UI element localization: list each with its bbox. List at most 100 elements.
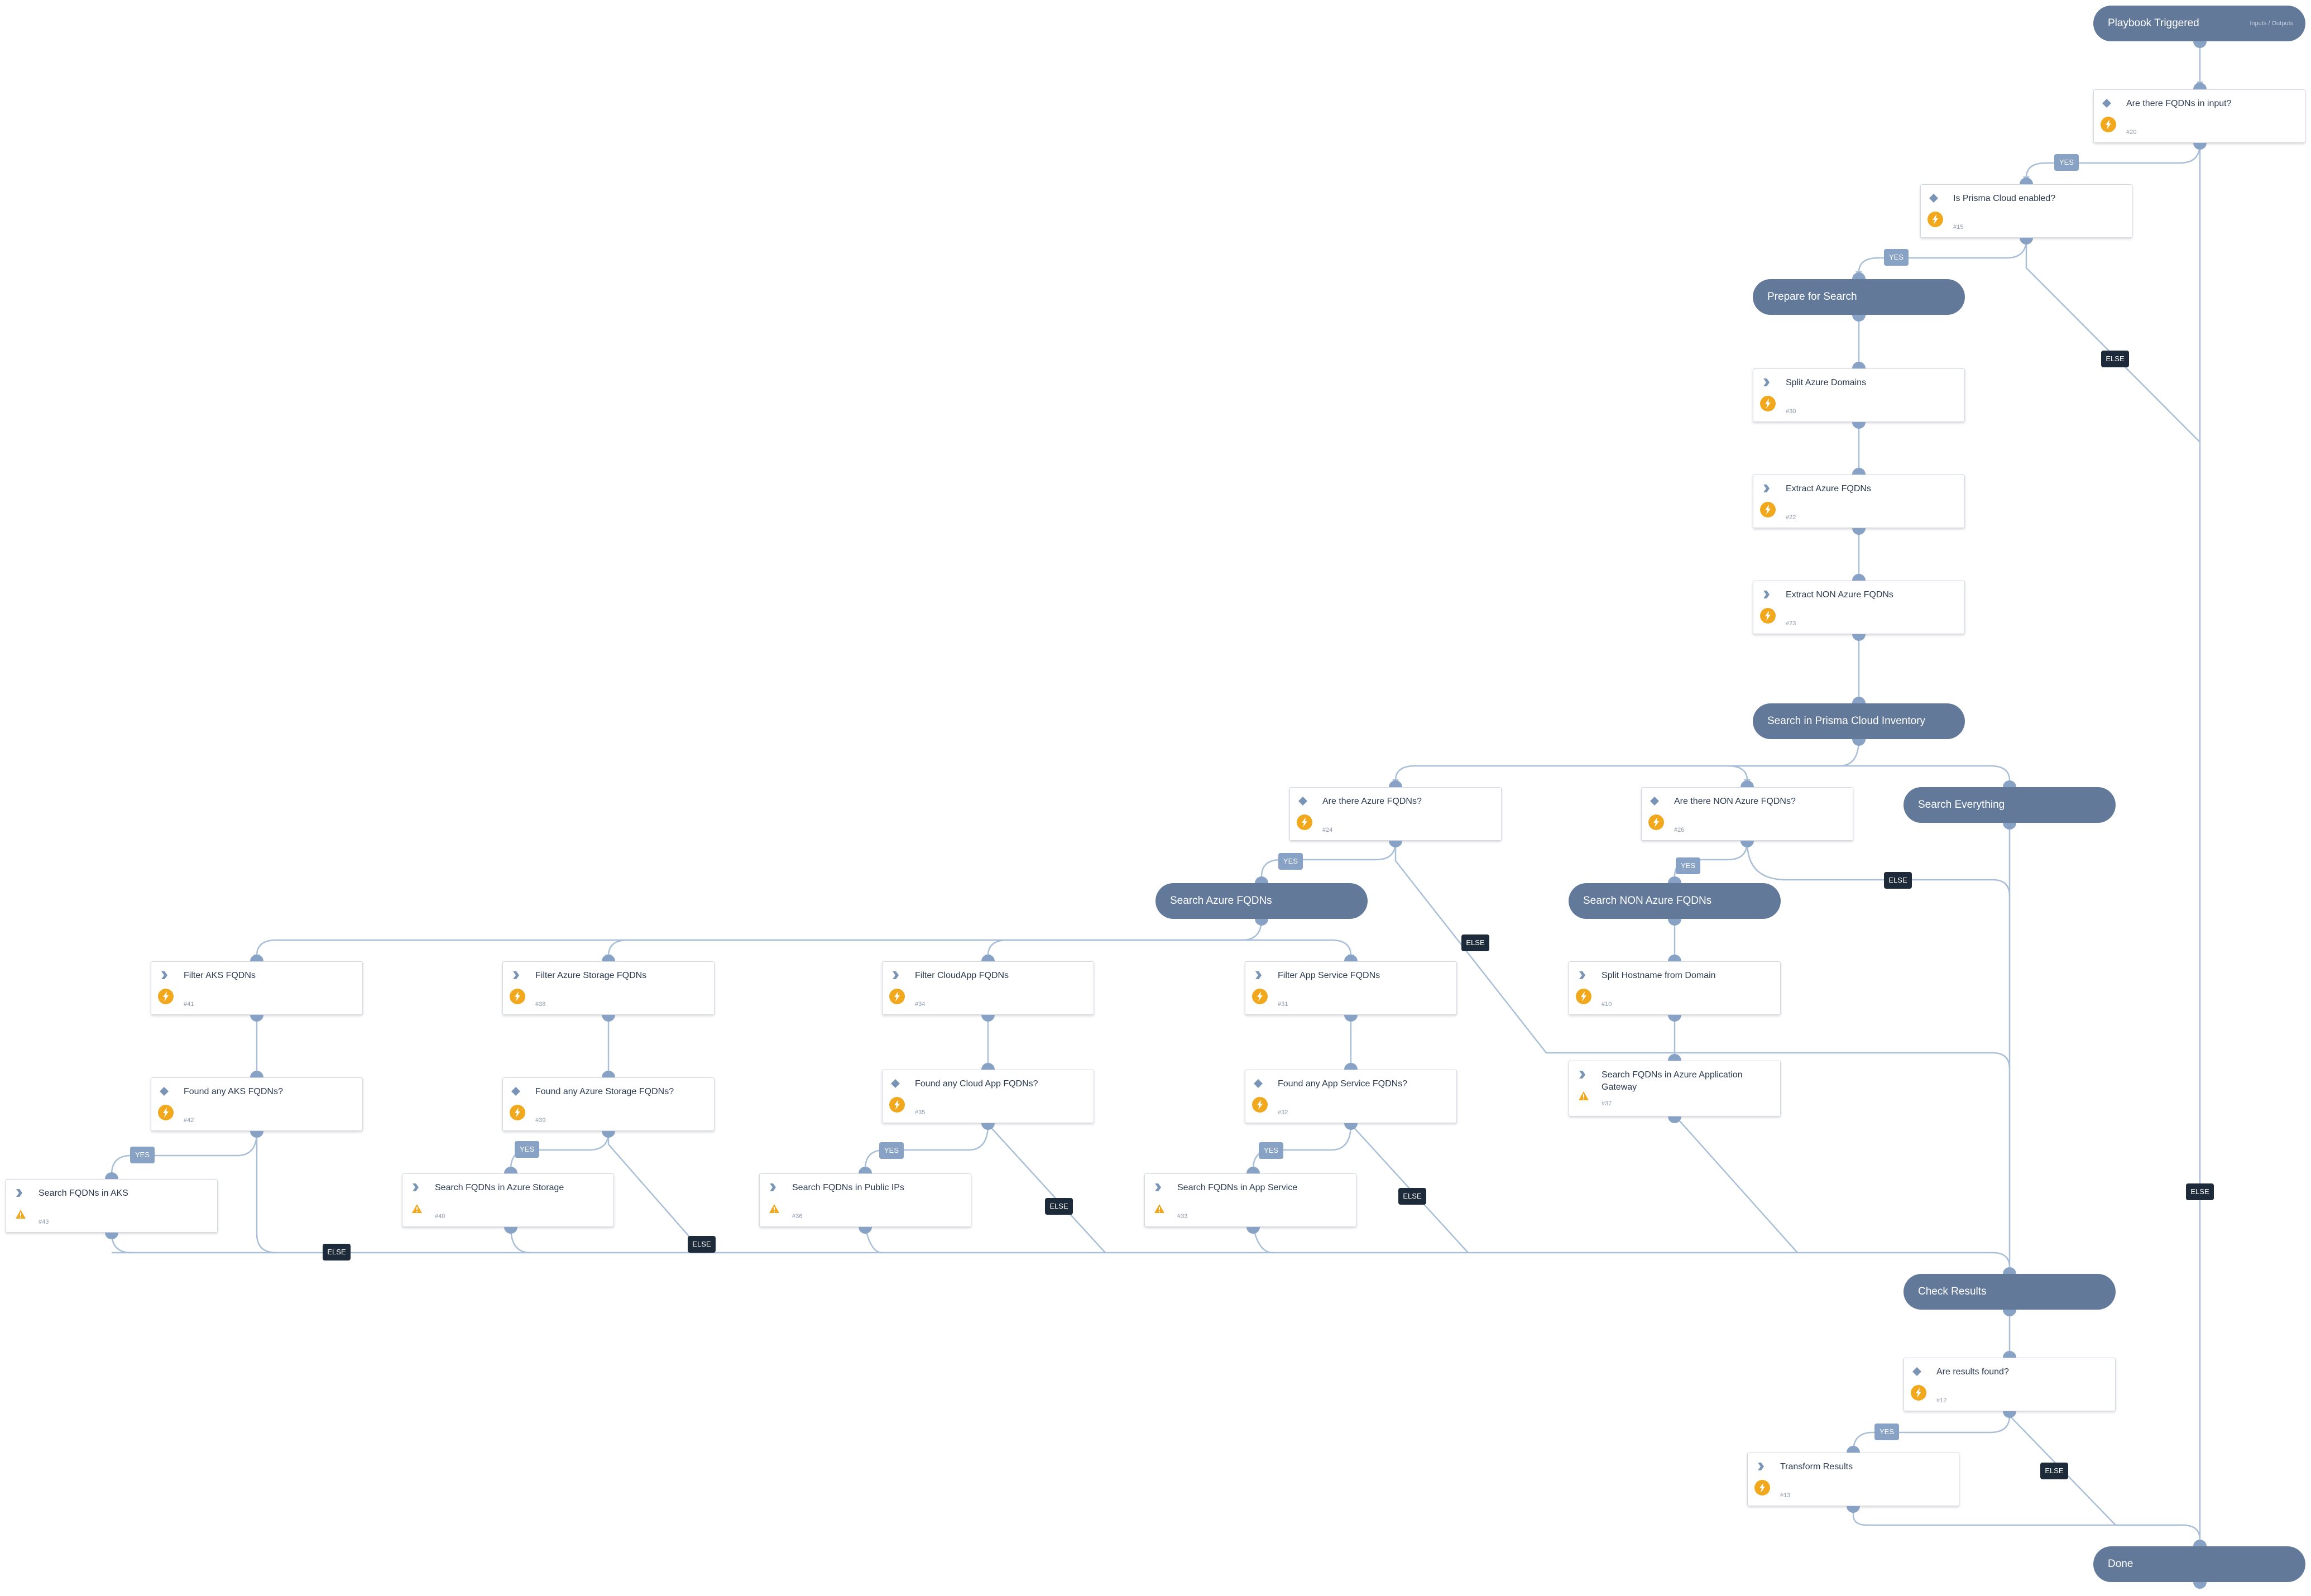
output-port[interactable] <box>1344 1123 1358 1130</box>
input-port[interactable] <box>2193 1540 2207 1546</box>
output-port[interactable] <box>2193 143 2207 150</box>
task-found-cloudapp[interactable]: Found any Cloud App FQDNs?#35 <box>882 1070 1094 1123</box>
task-transform-results[interactable]: Transform Results#13 <box>1747 1453 1959 1506</box>
check-results-header[interactable]: Check Results <box>1904 1274 2116 1310</box>
input-port[interactable] <box>2193 83 2207 89</box>
edge <box>607 939 1262 956</box>
output-port[interactable] <box>1852 315 1866 322</box>
input-port[interactable] <box>1852 574 1866 581</box>
input-port[interactable] <box>105 1172 118 1179</box>
task-filter-cloudapp[interactable]: Filter CloudApp FQDNs#34 <box>882 961 1094 1015</box>
input-port[interactable] <box>2003 780 2016 787</box>
task-split-azure-domains[interactable]: Split Azure Domains#30 <box>1753 368 1965 422</box>
output-port[interactable] <box>1344 1015 1358 1022</box>
input-port[interactable] <box>1246 1167 1260 1173</box>
output-port[interactable] <box>2020 238 2033 245</box>
input-port[interactable] <box>2020 178 2033 184</box>
input-port[interactable] <box>1852 468 1866 475</box>
search-everything-header[interactable]: Search Everything <box>1904 787 2116 823</box>
output-port[interactable] <box>1389 841 1402 847</box>
input-port[interactable] <box>250 955 263 961</box>
output-port[interactable] <box>250 1015 263 1022</box>
input-port[interactable] <box>1741 780 1754 787</box>
task-search-appservice[interactable]: Search FQDNs in App Service#33 <box>1144 1173 1356 1227</box>
input-port[interactable] <box>1852 272 1866 279</box>
task-are-results-found[interactable]: Are results found?#12 <box>1904 1358 2116 1411</box>
search-prisma-inventory-header[interactable]: Search in Prisma Cloud Inventory <box>1753 703 1965 739</box>
output-port[interactable] <box>1741 841 1754 847</box>
task-split-hostname[interactable]: Split Hostname from Domain#10 <box>1569 961 1781 1015</box>
input-port[interactable] <box>2003 1351 2016 1358</box>
task-found-appservice[interactable]: Found any App Service FQDNs?#32 <box>1245 1070 1457 1123</box>
output-port[interactable] <box>1668 1015 1681 1022</box>
playbook-triggered-header[interactable]: Playbook Triggered Inputs / Outputs <box>2093 6 2305 41</box>
input-port[interactable] <box>1344 955 1358 961</box>
input-port[interactable] <box>981 955 995 961</box>
input-port[interactable] <box>981 1063 995 1070</box>
output-port[interactable] <box>105 1233 118 1239</box>
output-port[interactable] <box>504 1227 517 1234</box>
task-filter-appservice[interactable]: Filter App Service FQDNs#31 <box>1245 961 1457 1015</box>
task-are-azure-fqdns[interactable]: Are there Azure FQDNs?#24 <box>1289 787 1502 841</box>
task-search-public-ips[interactable]: Search FQDNs in Public IPs#36 <box>759 1173 971 1227</box>
output-port[interactable] <box>1668 1116 1681 1123</box>
task-is-prisma-enabled[interactable]: Is Prisma Cloud enabled?#15 <box>1920 184 2132 238</box>
yes-branch-label: YES <box>515 1141 539 1158</box>
task-are-non-azure-fqdns[interactable]: Are there NON Azure FQDNs?#26 <box>1641 787 1853 841</box>
input-port[interactable] <box>1668 955 1681 961</box>
task-filter-storage[interactable]: Filter Azure Storage FQDNs#38 <box>502 961 715 1015</box>
input-port[interactable] <box>602 1071 615 1077</box>
task-id: #39 <box>535 1117 546 1124</box>
output-port[interactable] <box>250 1131 263 1138</box>
output-port[interactable] <box>2003 823 2016 830</box>
task-extract-non-azure-fqdns[interactable]: Extract NON Azure FQDNs#23 <box>1753 581 1965 634</box>
output-port[interactable] <box>1852 422 1866 429</box>
output-port[interactable] <box>1852 528 1866 535</box>
output-port[interactable] <box>1255 919 1268 926</box>
output-port[interactable] <box>602 1131 615 1138</box>
output-port[interactable] <box>2003 1310 2016 1316</box>
inputs-outputs-link[interactable]: Inputs / Outputs <box>2250 20 2293 27</box>
output-port[interactable] <box>1852 739 1866 746</box>
input-port[interactable] <box>1389 780 1402 787</box>
search-azure-fqdns-header[interactable]: Search Azure FQDNs <box>1156 883 1368 919</box>
output-port[interactable] <box>1847 1506 1860 1513</box>
output-port[interactable] <box>981 1123 995 1130</box>
task-extract-azure-fqdns[interactable]: Extract Azure FQDNs#22 <box>1753 475 1965 528</box>
input-port[interactable] <box>859 1167 872 1173</box>
output-port[interactable] <box>2193 41 2207 48</box>
output-port[interactable] <box>2003 1411 2016 1418</box>
input-port[interactable] <box>602 955 615 961</box>
done-header[interactable]: Done <box>2093 1546 2305 1582</box>
output-port[interactable] <box>1246 1227 1260 1234</box>
input-port[interactable] <box>1852 697 1866 703</box>
output-port[interactable] <box>859 1227 872 1234</box>
task-are-fqdns-in-input[interactable]: Are there FQDNs in input?#20 <box>2093 89 2305 143</box>
task-name: Split Azure Domains <box>1786 378 1867 387</box>
search-non-azure-fqdns-header[interactable]: Search NON Azure FQDNs <box>1569 883 1781 919</box>
task-search-storage[interactable]: Search FQDNs in Azure Storage#40 <box>402 1173 614 1227</box>
chevron-right-icon <box>768 1182 778 1192</box>
task-filter-aks[interactable]: Filter AKS FQDNs#41 <box>151 961 363 1015</box>
input-port[interactable] <box>1852 362 1866 368</box>
input-port[interactable] <box>1344 1063 1358 1070</box>
task-search-gateway[interactable]: Search FQDNs in Azure Application Gatewa… <box>1569 1061 1781 1116</box>
input-port[interactable] <box>1847 1446 1860 1453</box>
task-name: Filter CloudApp FQDNs <box>915 971 1009 980</box>
input-port[interactable] <box>1668 876 1681 883</box>
output-port[interactable] <box>602 1015 615 1022</box>
output-port[interactable] <box>1668 919 1681 926</box>
input-port[interactable] <box>1668 1054 1681 1061</box>
task-found-aks[interactable]: Found any AKS FQDNs?#42 <box>151 1077 363 1131</box>
output-port[interactable] <box>1852 634 1866 641</box>
lightning-icon <box>158 1105 174 1120</box>
input-port[interactable] <box>504 1167 517 1173</box>
prepare-for-search-header[interactable]: Prepare for Search <box>1753 279 1965 315</box>
task-search-aks[interactable]: Search FQDNs in AKS#43 <box>6 1179 218 1233</box>
output-port[interactable] <box>2193 1582 2207 1589</box>
input-port[interactable] <box>1255 876 1268 883</box>
input-port[interactable] <box>2003 1267 2016 1274</box>
task-found-storage[interactable]: Found any Azure Storage FQDNs?#39 <box>502 1077 715 1131</box>
output-port[interactable] <box>981 1015 995 1022</box>
input-port[interactable] <box>250 1071 263 1077</box>
